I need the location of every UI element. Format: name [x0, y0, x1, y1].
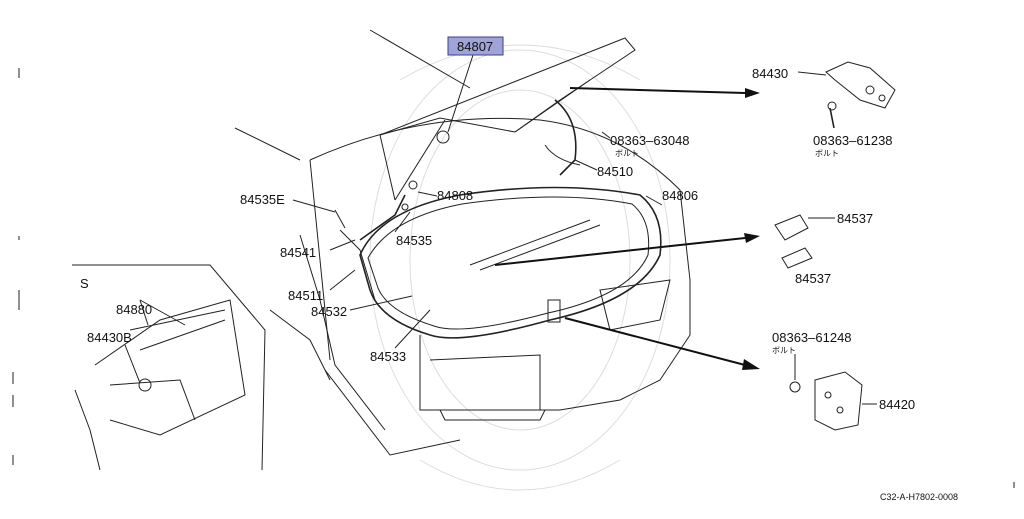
detail-latch-84420	[789, 371, 863, 431]
label-84537-bottom[interactable]: 84537	[795, 271, 831, 286]
bolt-note-3: ボルト	[772, 346, 796, 355]
label-84535E[interactable]: 84535E	[240, 192, 285, 207]
margin-ticks	[12, 68, 1015, 488]
label-84420[interactable]: 84420	[879, 397, 915, 412]
label-84533[interactable]: 84533	[370, 349, 406, 364]
callout-arrows	[494, 87, 760, 370]
label-08363-61238[interactable]: 08363–61238	[813, 133, 893, 148]
label-84807[interactable]: 84807	[457, 39, 493, 54]
label-08363-63048[interactable]: 08363–63048	[610, 133, 690, 148]
label-84541[interactable]: 84541	[280, 245, 316, 260]
bolt-note-1: ボルト	[615, 149, 639, 158]
label-84511[interactable]: 84511	[288, 288, 323, 303]
inset-view	[72, 264, 266, 471]
part-labels: 84807 84430 08363–63048 08363–61238 8451…	[80, 39, 958, 502]
bolt-note-2: ボルト	[815, 149, 839, 158]
detail-hinge-84430	[825, 61, 896, 129]
label-84535[interactable]: 84535	[396, 233, 432, 248]
label-84806[interactable]: 84806	[662, 188, 698, 203]
reference-code: C32-A-H7802-0008	[880, 492, 958, 502]
label-84510[interactable]: 84510	[597, 164, 633, 179]
label-84880[interactable]: 84880	[116, 302, 152, 317]
leader-lines	[292, 54, 877, 405]
inset-label: S	[80, 276, 89, 291]
label-08363-61248[interactable]: 08363–61248	[772, 330, 852, 345]
watermark-emblem	[369, 44, 671, 491]
highlight-box	[447, 36, 504, 56]
label-84532[interactable]: 84532	[311, 304, 347, 319]
label-84430[interactable]: 84430	[752, 66, 788, 81]
label-84808[interactable]: 84808	[437, 188, 473, 203]
detail-clip-84537	[774, 214, 813, 269]
label-84537-top[interactable]: 84537	[837, 211, 873, 226]
car-body	[234, 29, 691, 456]
label-84430B[interactable]: 84430B	[87, 330, 132, 345]
